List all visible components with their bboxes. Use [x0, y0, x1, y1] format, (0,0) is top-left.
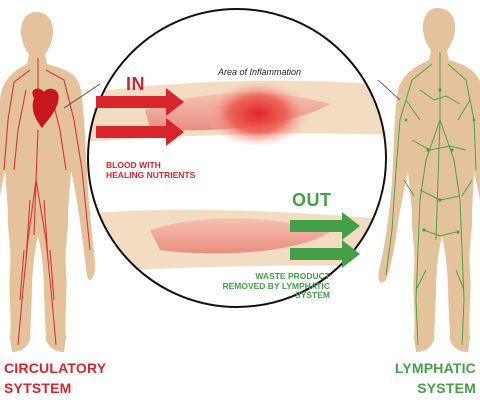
blood-caption: BLOOD WITH HEALING NUTRIENTS — [106, 160, 196, 180]
lymphatic-body-figure — [378, 8, 480, 352]
in-label: IN — [126, 74, 145, 94]
circulatory-body-figure — [0, 12, 96, 352]
inflammation-spot — [206, 81, 310, 147]
inflammation-area-label: Area of Inflammation — [218, 67, 302, 77]
waste-caption: WASTE PRODUCT REMOVED BY LYMPHATIC SYSTE… — [222, 271, 330, 300]
in-arrows — [96, 88, 184, 146]
magnified-tissue-view — [87, 8, 387, 308]
lymphatic-system-label: LYMPHATIC SYSTEM — [394, 360, 476, 396]
magnifier-connector-lines — [63, 79, 401, 109]
out-arrows — [290, 212, 360, 268]
heart-shape — [32, 88, 59, 128]
out-label: OUT — [292, 190, 332, 210]
circulatory-system-label: CIRCULATORY SYTSTEM — [4, 360, 107, 396]
